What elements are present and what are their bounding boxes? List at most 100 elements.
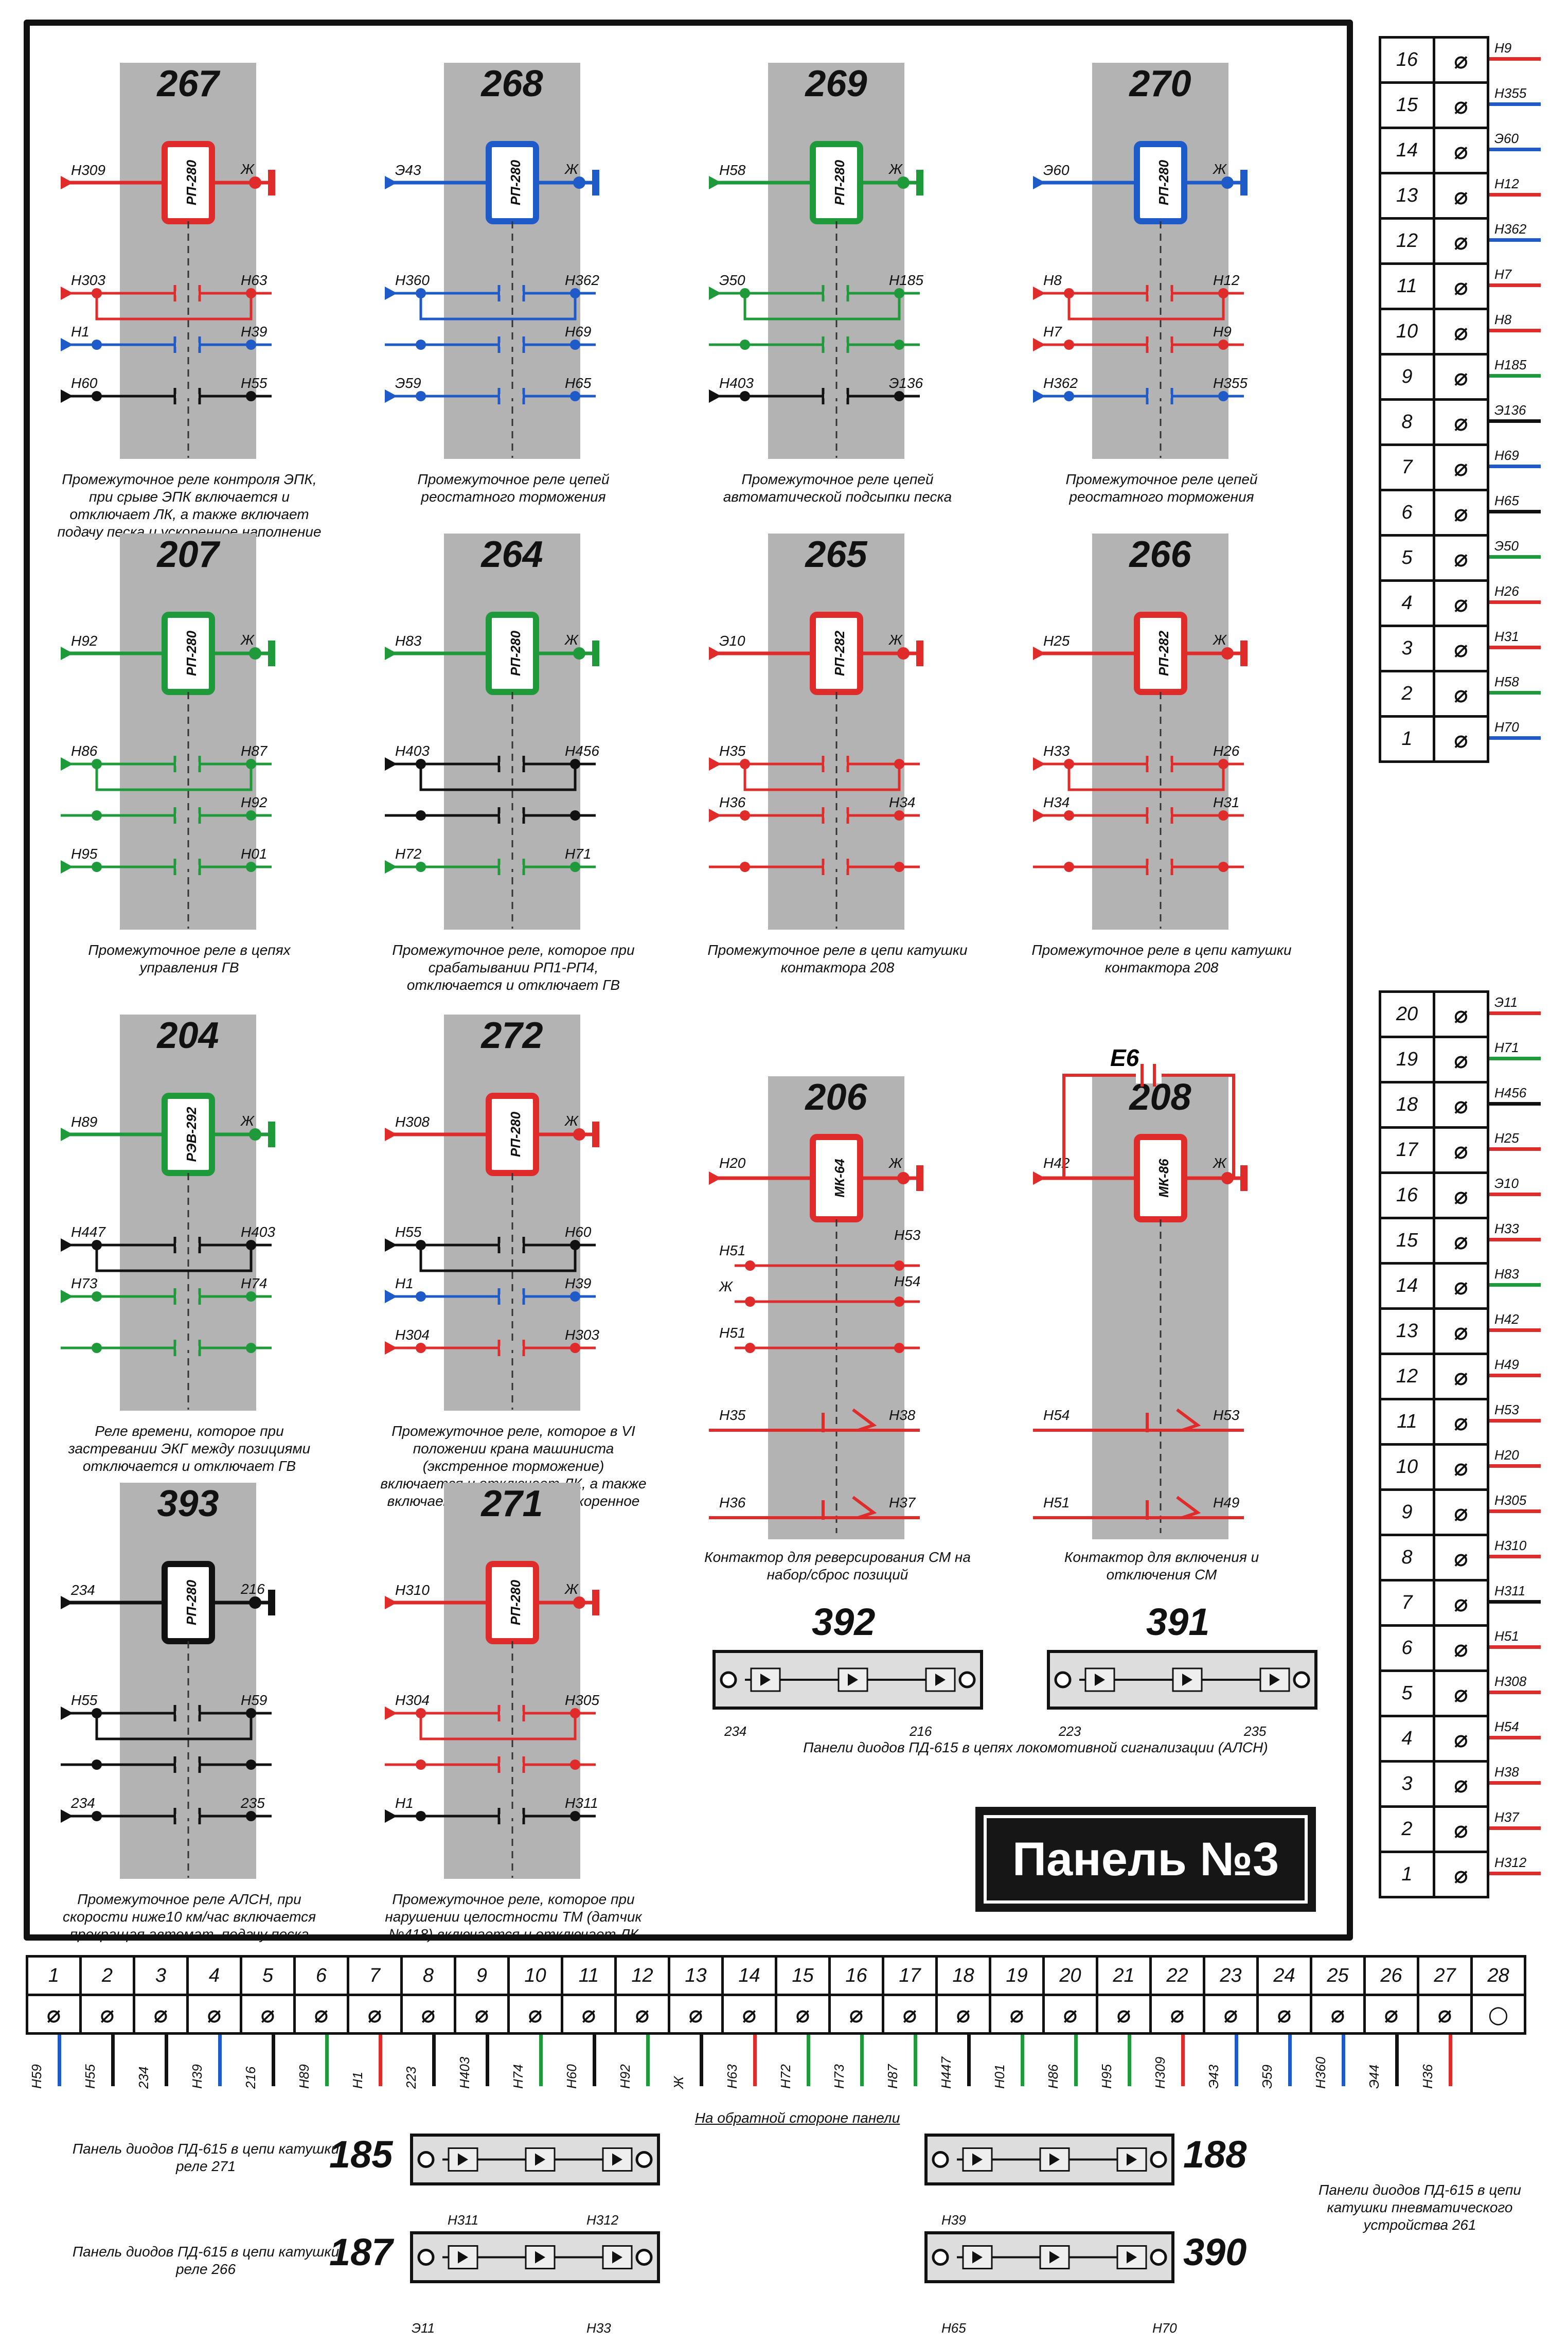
terminal-number: 11 — [1379, 262, 1435, 310]
terminal-number: 18 — [1379, 1081, 1435, 1129]
terminal-wire-label: Э10 — [1494, 1176, 1519, 1191]
terminal-screw-icon: ⌀ — [1433, 1760, 1489, 1808]
terminal-screw-icon: ⌀ — [614, 1994, 670, 2035]
coil-output-label: Ж — [1212, 632, 1227, 648]
coil-output-label: Ж — [240, 632, 255, 648]
terminal-number: 3 — [1379, 625, 1435, 672]
terminal-screw-icon: ⌀ — [721, 1994, 777, 2035]
panel-title: Панель №3 — [975, 1807, 1316, 1912]
terminal-number: 7 — [347, 1955, 403, 1996]
terminal-number: 2 — [79, 1955, 135, 1996]
terminal-number: 15 — [1379, 81, 1435, 129]
contact-left-label: Н34 — [1043, 794, 1070, 810]
wire-label: Н51 — [1043, 1495, 1070, 1510]
terminal-number: 15 — [1379, 1217, 1435, 1265]
terminal-wire-label: Н86 — [1045, 2064, 1061, 2089]
contact-right-label: Н71 — [565, 846, 591, 862]
terminal-wire-label: Э43 — [1206, 2065, 1221, 2089]
contact-left-label: Н303 — [71, 272, 105, 288]
relay-number: 271 — [481, 1483, 543, 1524]
diode-panel-392 — [712, 1650, 983, 1710]
terminal-screw-icon: ⌀ — [1096, 1994, 1152, 2035]
relay-number: 272 — [481, 1015, 543, 1056]
relay-type: РП-280 — [508, 1579, 523, 1625]
terminal-number: 17 — [1379, 1126, 1435, 1174]
relay-type: РП-280 — [508, 1111, 523, 1157]
terminal-wire-label: Н59 — [29, 2064, 44, 2089]
contact-right-label: Н39 — [565, 1275, 591, 1291]
contact-left-label: 234 — [70, 1795, 95, 1811]
terminal-number: 22 — [1149, 1955, 1205, 1996]
terminal-screw-icon: ⌀ — [133, 1994, 189, 2035]
terminal-screw-icon: ⌀ — [1433, 353, 1489, 401]
terminal-wire — [1395, 2035, 1399, 2086]
coil-input-label: Э10 — [719, 633, 745, 649]
terminal-wire — [1489, 1872, 1541, 1875]
terminal-number: 13 — [668, 1955, 724, 1996]
contact-right-label: Н311 — [565, 1795, 598, 1811]
terminal-number: 11 — [561, 1955, 617, 1996]
terminal-screw-icon: ⌀ — [1433, 670, 1489, 718]
wire-label: Н53 — [894, 1227, 921, 1243]
terminal-number: 8 — [1379, 398, 1435, 446]
contact-right-label: Н303 — [565, 1327, 599, 1343]
diode-panel-number: 185 — [329, 2133, 393, 2176]
terminal-screw-icon: ⌀ — [1433, 1081, 1489, 1129]
terminal-number: 14 — [1379, 1262, 1435, 1310]
terminal-screw-icon: ⌀ — [1433, 1488, 1489, 1536]
relay-number: 267 — [157, 63, 219, 104]
diode-wire-b: 235 — [1244, 1723, 1267, 1739]
terminal-wire — [1489, 148, 1541, 151]
terminal-screw-icon: ⌀ — [454, 1994, 510, 2035]
relay-type: РЭВ-292 — [184, 1107, 199, 1162]
terminal-screw-icon: ⌀ — [668, 1994, 724, 2035]
terminal-screw-icon: ⌀ — [1433, 217, 1489, 265]
relay-type: РП-280 — [184, 159, 199, 205]
terminal-screw-icon: ⌀ — [882, 1994, 938, 2035]
contact-right-label: Н87 — [241, 743, 268, 759]
diode-panels-caption: Панели диодов ПД-615 в цепях локомотивно… — [803, 1739, 1268, 1755]
terminal-wire — [1489, 1736, 1541, 1739]
terminal-screw-icon: ⌀ — [1149, 1994, 1205, 2035]
terminal-wire — [1449, 2035, 1452, 2086]
contact-right-label: Н59 — [241, 1692, 267, 1708]
terminal-wire-label: Н26 — [1494, 583, 1519, 599]
terminal-wire-label: Э50 — [1494, 538, 1519, 554]
terminal-number: 27 — [1417, 1955, 1473, 1996]
terminal-wire — [1489, 1691, 1541, 1694]
terminal-wire — [1489, 1826, 1541, 1830]
diode-panel-number: 392 — [812, 1601, 876, 1643]
terminal-wire — [753, 2035, 757, 2086]
relay-description: Промежуточное реле цепей автоматической … — [723, 471, 952, 505]
coil-input-label: Э43 — [395, 162, 421, 178]
terminal-number: 4 — [1379, 1715, 1435, 1763]
diode-panel-number: 187 — [329, 2231, 393, 2273]
terminal-wire-label: Н7 — [1494, 266, 1512, 282]
terminal-wire-label: Н447 — [938, 2056, 954, 2089]
terminal-number: 3 — [1379, 1760, 1435, 1808]
terminal-wire-label: Н310 — [1494, 1538, 1527, 1553]
coil-output-label: Ж — [564, 1581, 579, 1597]
terminal-screw-icon: ⌀ — [1433, 1126, 1489, 1174]
terminal-number: 16 — [828, 1955, 884, 1996]
coil-output-label: Ж — [564, 161, 579, 177]
terminal-number: 20 — [1042, 1955, 1098, 1996]
wire-label: Н35 — [719, 1407, 746, 1423]
wire-label: Н37 — [889, 1495, 916, 1510]
terminal-wire-label: Н92 — [617, 2064, 633, 2089]
terminal-screw-icon: ⌀ — [1433, 1579, 1489, 1627]
terminal-number: 6 — [293, 1955, 349, 1996]
terminal-wire-label: Н355 — [1494, 85, 1527, 101]
contactor-type: МК-86 — [1156, 1159, 1171, 1198]
terminal-number: 4 — [186, 1955, 242, 1996]
terminal-wire-label: Э60 — [1494, 131, 1519, 146]
terminal-screw-icon: ⌀ — [1433, 1805, 1489, 1853]
coil-input-label: Н308 — [395, 1114, 430, 1130]
terminal-wire-label: Н87 — [885, 2064, 900, 2089]
terminal-wire-label: Н49 — [1494, 1357, 1519, 1372]
terminal-wire — [379, 2035, 382, 2086]
terminal-wire — [58, 2035, 61, 2086]
